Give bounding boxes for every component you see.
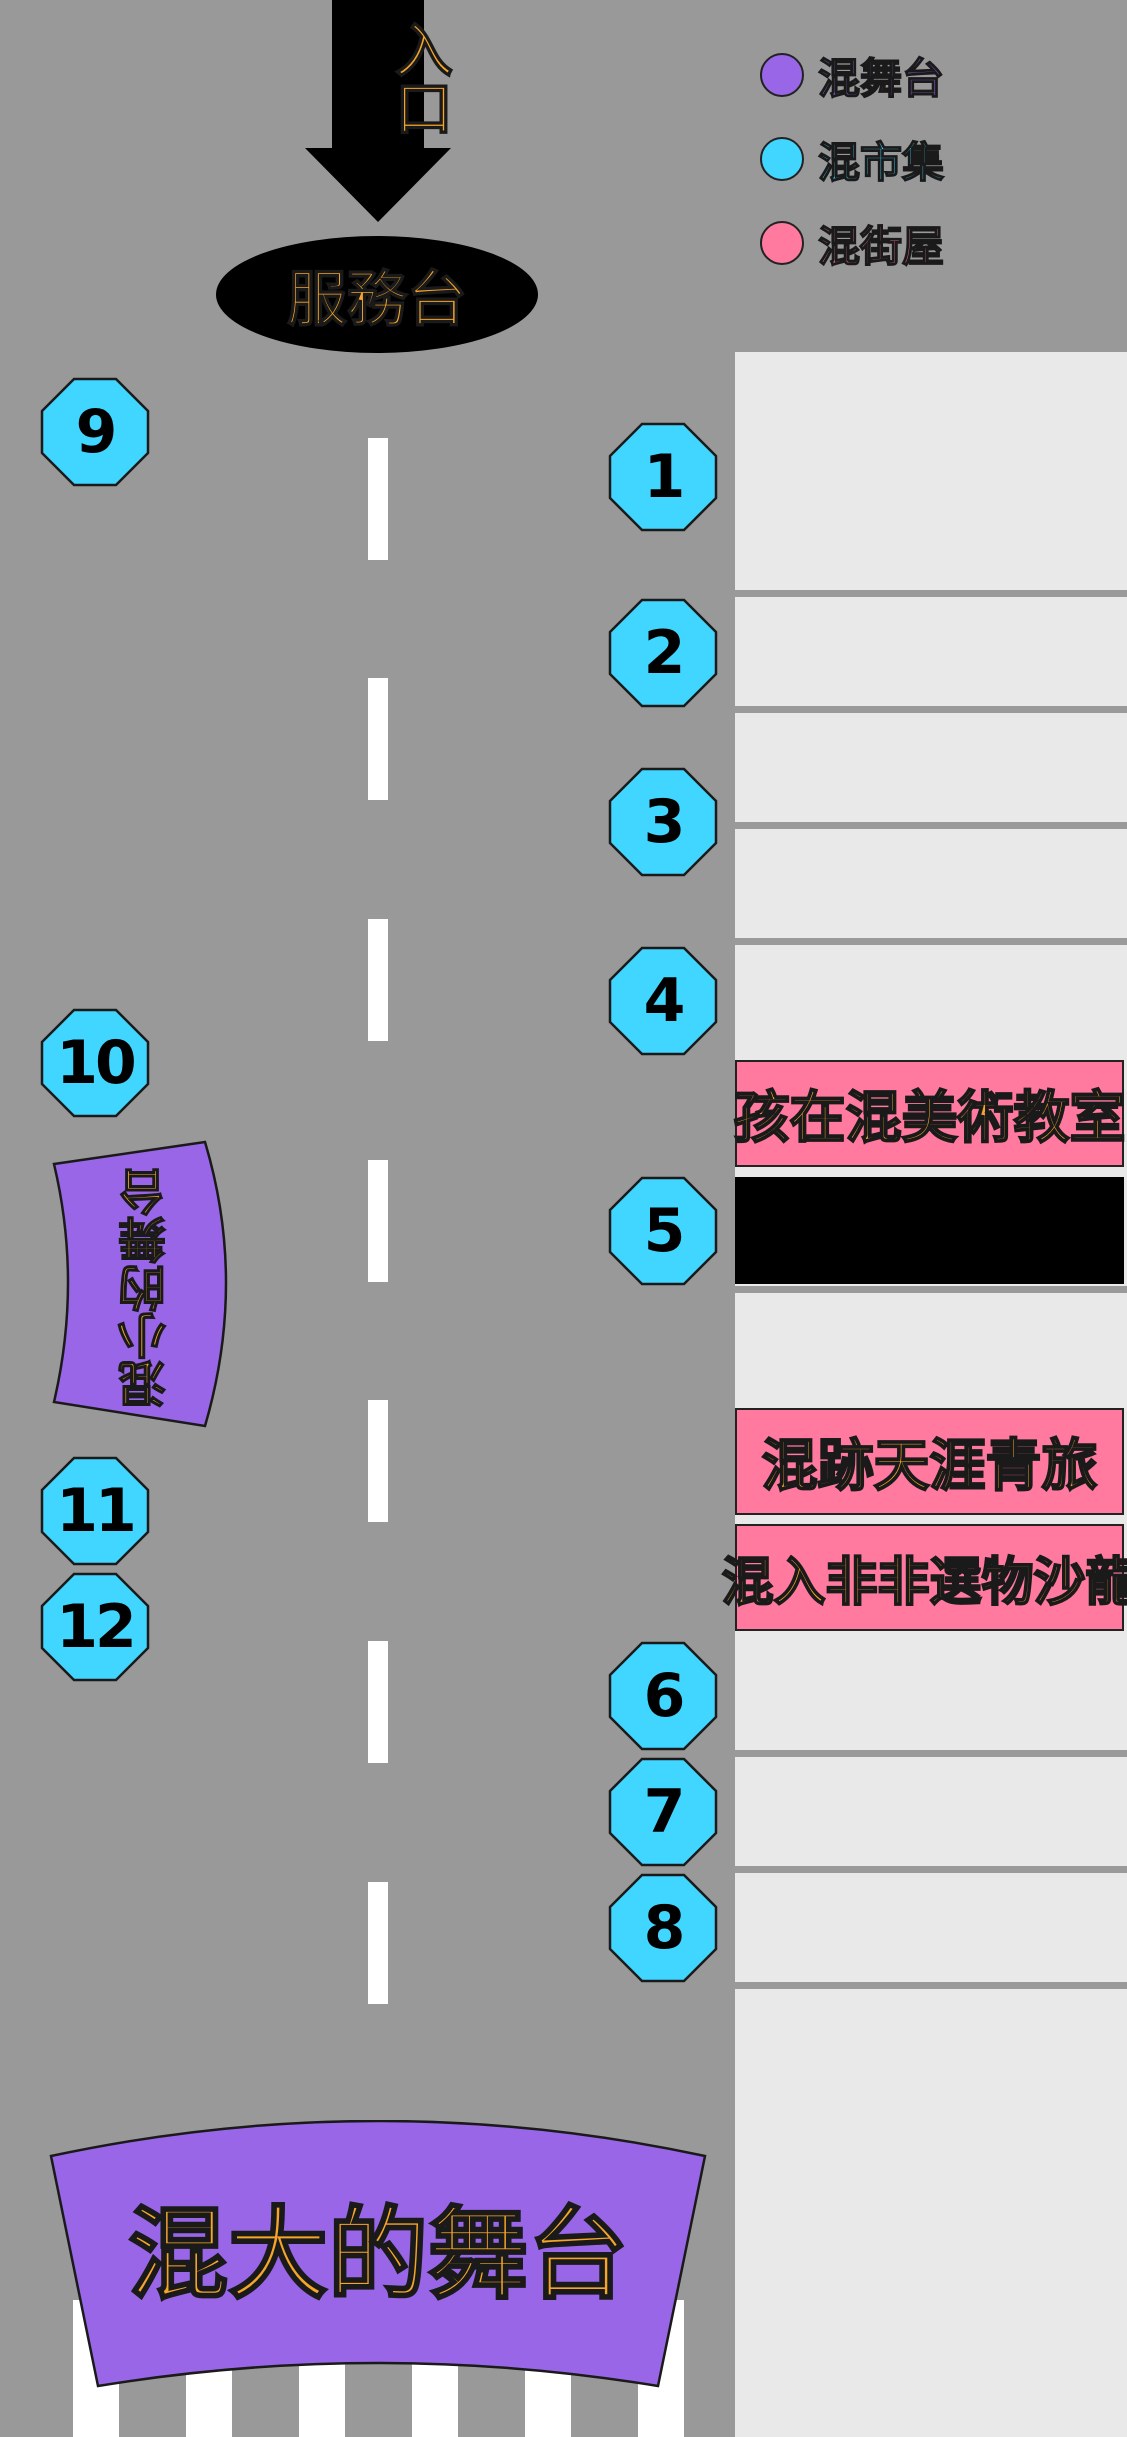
shop-divider <box>735 706 1127 713</box>
shop-divider <box>735 1982 1127 1989</box>
small-stage[interactable]: 混小的舞台 <box>52 1140 237 1430</box>
street-house-legend-dot <box>760 221 804 265</box>
booth-number: 3 <box>643 787 686 857</box>
booth-number: 6 <box>643 1661 686 1731</box>
octagon-icon <box>608 1176 718 1286</box>
lane-dash <box>368 1400 388 1522</box>
booth-number: 4 <box>643 966 686 1036</box>
booth-number: 9 <box>75 397 118 467</box>
street-house-art-classroom[interactable]: 孩在混美術教室 <box>733 1060 1127 1167</box>
lane-dash <box>368 1882 388 2004</box>
lane-dash <box>368 1160 388 1282</box>
shop-divider <box>735 1286 1127 1293</box>
octagon-icon <box>608 1641 718 1751</box>
stage-legend-dot <box>760 53 804 97</box>
stage-shape <box>52 1140 228 1428</box>
shop-row-area <box>735 352 1127 2437</box>
market-booth-6[interactable]: 6 <box>608 1641 718 1751</box>
market-booth-12[interactable]: 12 <box>40 1572 150 1682</box>
service-desk[interactable]: 服務台 <box>216 236 538 353</box>
shop-divider <box>735 938 1127 945</box>
market-booth-4[interactable]: 4 <box>608 946 718 1056</box>
big-stage[interactable]: 混大的舞台 <box>48 2119 708 2390</box>
octagon-icon <box>608 598 718 708</box>
shop-label: 孩在混美術教室 <box>733 1085 1127 1152</box>
booth-number: 8 <box>643 1893 686 1963</box>
big-stage-label: 混大的舞台 <box>127 2195 630 2315</box>
market-legend-dot <box>760 137 804 181</box>
market-booth-3[interactable]: 3 <box>608 767 718 877</box>
legend-item-stage: 混舞台 <box>760 50 945 103</box>
stage-shape <box>49 2119 707 2388</box>
entrance-label: 入口 <box>384 19 454 137</box>
legend-item-street-house: 混街屋 <box>760 218 945 271</box>
lane-dash <box>368 1641 388 1763</box>
lane-dash <box>368 438 388 560</box>
market-booth-5[interactable]: 5 <box>608 1176 718 1286</box>
market-booth-1[interactable]: 1 <box>608 422 718 532</box>
octagon-icon <box>608 946 718 1056</box>
market-booth-10[interactable]: 10 <box>40 1008 150 1118</box>
small-stage-label: 混小的舞台 <box>118 1167 176 1409</box>
legend-label: 混市集 <box>817 137 945 188</box>
shop-divider <box>735 1866 1127 1873</box>
black-shop-block <box>735 1177 1124 1284</box>
market-booth-7[interactable]: 7 <box>608 1757 718 1867</box>
market-booth-9[interactable]: 9 <box>40 377 150 487</box>
octagon-icon <box>40 1572 150 1682</box>
booth-number: 2 <box>643 618 686 688</box>
octagon-icon <box>40 1456 150 1566</box>
booth-number: 7 <box>643 1777 686 1847</box>
lane-dash <box>368 919 388 1041</box>
booth-number: 12 <box>56 1592 136 1662</box>
street-house-salon[interactable]: 混入非非選物沙龍 <box>720 1524 1127 1631</box>
market-booth-11[interactable]: 11 <box>40 1456 150 1566</box>
legend-label: 混舞台 <box>817 53 945 104</box>
street-house-hostel[interactable]: 混跡天涯青旅 <box>735 1408 1124 1515</box>
shop-label: 混跡天涯青旅 <box>761 1433 1099 1500</box>
shop-divider <box>735 590 1127 597</box>
octagon-icon <box>40 377 150 487</box>
booth-number: 10 <box>56 1028 136 1098</box>
shop-label: 混入非非選物沙龍 <box>720 1552 1127 1614</box>
booth-number: 5 <box>643 1196 686 1266</box>
entrance-marker: 入口 <box>305 0 454 222</box>
booth-number: 1 <box>643 442 686 512</box>
lane-dash <box>368 678 388 800</box>
service-desk-label: 服務台 <box>286 264 468 336</box>
booth-number: 11 <box>56 1476 136 1546</box>
arrow-down-icon <box>305 0 451 222</box>
octagon-icon <box>608 1757 718 1867</box>
market-booth-8[interactable]: 8 <box>608 1873 718 1983</box>
legend-item-market: 混市集 <box>760 134 945 187</box>
octagon-icon <box>608 1873 718 1983</box>
shop-divider <box>735 822 1127 829</box>
octagon-icon <box>40 1008 150 1118</box>
octagon-icon <box>608 767 718 877</box>
octagon-icon <box>608 422 718 532</box>
legend-label: 混街屋 <box>817 221 945 272</box>
shop-divider <box>735 1750 1127 1757</box>
market-booth-2[interactable]: 2 <box>608 598 718 708</box>
